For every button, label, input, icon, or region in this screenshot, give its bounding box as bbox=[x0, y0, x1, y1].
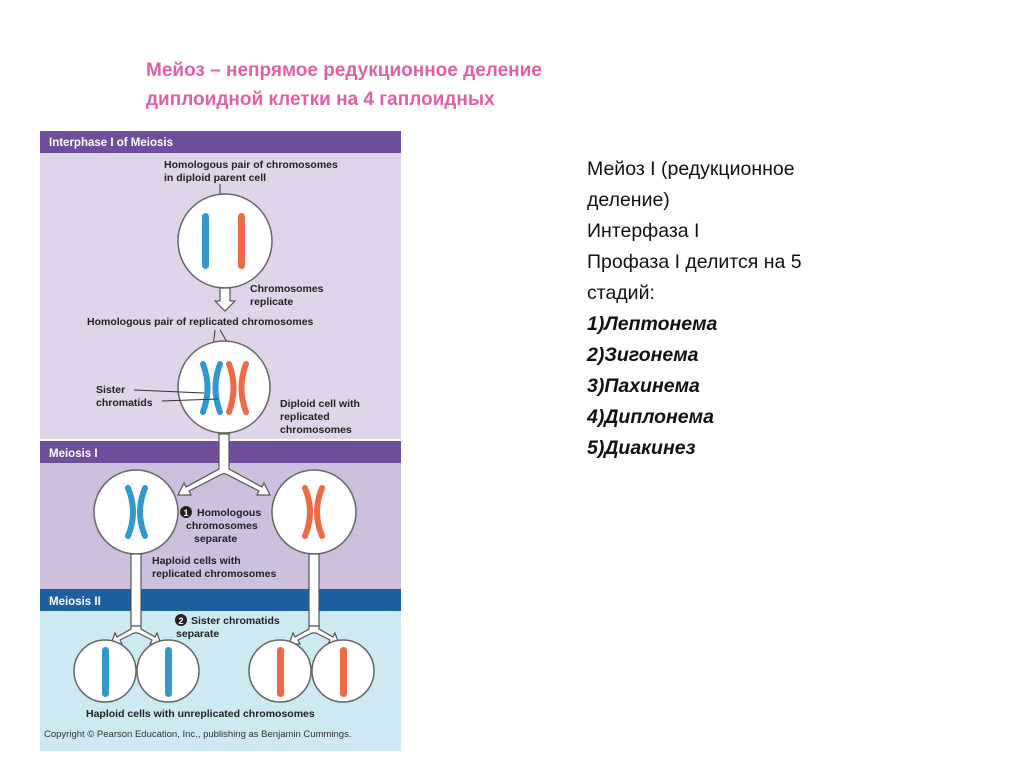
replicate-arrow bbox=[213, 287, 237, 312]
stem-left bbox=[130, 553, 142, 627]
label-homologous-pair-2: in diploid parent cell bbox=[164, 172, 266, 184]
label-step1-1: Homologous bbox=[197, 507, 261, 519]
notes-line-5: стадий: bbox=[587, 282, 655, 304]
pointer-line bbox=[133, 389, 205, 394]
slide-title-line-2: диплоидной клетки на 4 гаплоидных bbox=[146, 89, 495, 110]
label-haploid-rep-2: replicated chromosomes bbox=[152, 568, 276, 580]
meiosis-figure: Interphase I of Meiosis Meiosis I Meiosi… bbox=[40, 131, 402, 751]
label-sister-2: chromatids bbox=[96, 397, 153, 409]
chromosome-red bbox=[238, 213, 245, 269]
label-step1-2: chromosomes bbox=[186, 520, 258, 532]
label-diploid-2: replicated bbox=[280, 411, 330, 423]
notes-panel: Мейоз I (редукционное деление) Интерфаза… bbox=[587, 154, 887, 464]
parent-cell bbox=[177, 193, 273, 289]
copyright-text: Copyright © Pearson Education, Inc., pub… bbox=[44, 729, 352, 740]
label-replicate-2: replicate bbox=[250, 296, 293, 308]
label-haploid-unreplicated: Haploid cells with unreplicated chromoso… bbox=[86, 708, 315, 720]
slide-title-line-1: Мейоз – непрямое редукционное деление bbox=[146, 60, 542, 81]
label-step2-1: Sister chromatids bbox=[191, 615, 280, 627]
label-replicate-1: Chromosomes bbox=[250, 283, 324, 295]
haploid-chromosome-blue bbox=[125, 485, 148, 539]
label-homologous-pair-1: Homologous pair of chromosomes bbox=[164, 159, 338, 171]
stage-item: 3)Пахинема bbox=[587, 375, 700, 397]
haploid-cell-1-chromosome bbox=[102, 647, 109, 697]
split-arrow-meiosis1 bbox=[177, 433, 271, 496]
haploid-cell-3-chromosome bbox=[277, 647, 284, 697]
stage-item: 4)Диплонема bbox=[587, 406, 714, 428]
notes-line-2: деление) bbox=[587, 189, 670, 211]
replicated-diploid-cell bbox=[177, 340, 271, 434]
label-diploid-1: Diploid cell with bbox=[280, 398, 360, 410]
label-step2-2: separate bbox=[176, 628, 219, 640]
step2-number: 2 bbox=[178, 616, 183, 626]
stage-item: 5)Диакинез bbox=[587, 437, 696, 459]
haploid-cell-2-chromosome bbox=[165, 647, 172, 697]
label-sister-1: Sister bbox=[96, 384, 125, 396]
label-haploid-rep-1: Haploid cells with bbox=[152, 555, 241, 567]
notes-line-4: Профаза I делится на 5 bbox=[587, 251, 802, 273]
replicated-chromosome-blue bbox=[200, 361, 223, 415]
label-step1-3: separate bbox=[194, 533, 237, 545]
stage-item: 1)Лептонема bbox=[587, 313, 718, 335]
label-replicated-pair: Homologous pair of replicated chromosome… bbox=[87, 316, 314, 328]
chromosome-blue bbox=[202, 213, 209, 269]
section-meiosis1-label: Meiosis I bbox=[49, 448, 98, 460]
stem-right bbox=[308, 553, 320, 627]
haploid-chromosome-red bbox=[302, 485, 325, 539]
slide-title: Мейоз – непрямое редукционное деление ди… bbox=[146, 56, 746, 114]
stage-item: 2)Зигонема bbox=[587, 344, 699, 366]
section-meiosis2-label: Meiosis II bbox=[49, 596, 101, 608]
interphase-header bbox=[40, 131, 401, 153]
notes-line-3: Интерфаза I bbox=[587, 220, 700, 242]
step1-badge bbox=[180, 506, 192, 518]
haploid-cell-4-chromosome bbox=[340, 647, 347, 697]
section-interphase-label: Interphase I of Meiosis bbox=[49, 137, 173, 149]
meiosis-diagram: Interphase I of Meiosis Meiosis I Meiosi… bbox=[40, 131, 401, 751]
step2-badge bbox=[175, 614, 187, 626]
notes-line-1: Мейоз I (редукционное bbox=[587, 158, 795, 180]
label-diploid-3: chromosomes bbox=[280, 424, 352, 436]
replicated-chromosome-red bbox=[226, 361, 249, 415]
pointer-line bbox=[161, 398, 219, 402]
step1-number: 1 bbox=[183, 508, 188, 518]
